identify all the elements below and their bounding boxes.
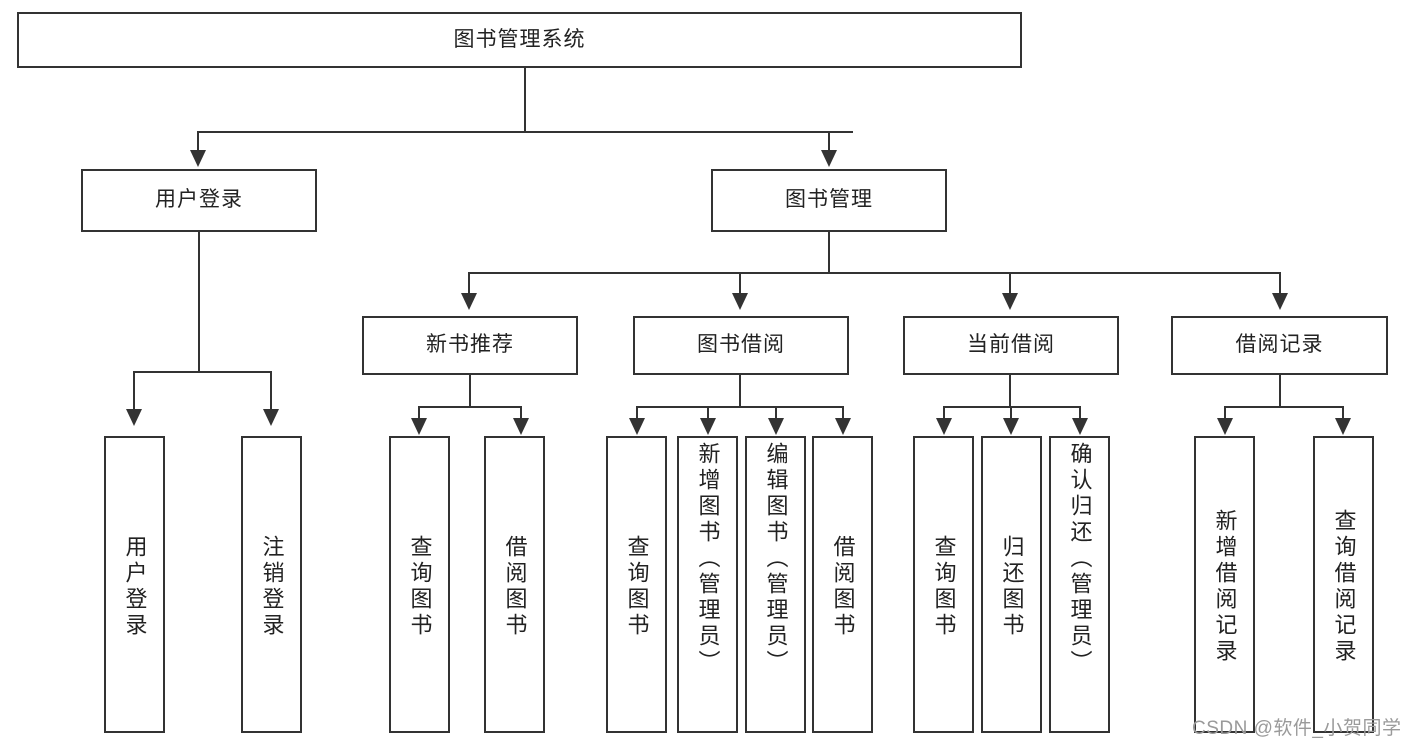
arrow-to-leaf-nbr-query [411,418,427,435]
leaf-nbr-borrow-book[interactable]: 借阅图书 [484,436,545,733]
node-label: 图书管理系统 [453,27,586,51]
connector-cb-drop-1 [943,406,945,420]
node-label: 借阅记录 [1235,333,1324,357]
connector-cb-stem [1009,375,1011,407]
arrow-to-leaf-logout [263,409,279,426]
node-current-borrow[interactable]: 当前借阅 [903,316,1119,375]
connector-bm-drop-4 [1279,272,1281,295]
node-book-manage[interactable]: 图书管理 [711,169,947,232]
leaf-label: 归还图书 [999,534,1025,639]
connector-book-manage-bus [468,272,1280,274]
leaf-br-add-record[interactable]: 新增借阅记录 [1194,436,1255,733]
connector-nbr-stem [469,375,471,407]
leaf-bb-borrow-book[interactable]: 借阅图书 [812,436,873,733]
leaf-label: 借阅图书 [502,534,528,639]
node-new-book-recommend[interactable]: 新书推荐 [362,316,578,375]
connector-bb-drop-4 [842,406,844,420]
leaf-label: 确认归还（管理员） [1067,442,1093,676]
connector-cb-drop-2 [1010,406,1012,420]
leaf-label: 编辑图书（管理员） [763,442,789,676]
leaf-label: 用户登录 [122,534,148,639]
leaf-label: 查询借阅记录 [1331,508,1357,665]
leaf-logout[interactable]: 注销登录 [241,436,302,733]
leaf-label: 新增借阅记录 [1212,508,1238,665]
leaf-label: 查询图书 [624,534,650,639]
leaf-bb-edit-book-admin[interactable]: 编辑图书（管理员） [745,436,806,733]
connector-bm-drop-1 [468,272,470,295]
connector-br-drop-1 [1224,406,1226,420]
arrow-to-book-borrow [732,293,748,310]
connector-bb-stem [739,375,741,407]
connector-user-login-bus [133,371,271,373]
leaf-cb-confirm-return-admin[interactable]: 确认归还（管理员） [1049,436,1110,733]
arrow-to-borrow-record [1272,293,1288,310]
connector-root-bus [197,131,853,133]
node-user-login[interactable]: 用户登录 [81,169,317,232]
leaf-cb-query-book[interactable]: 查询图书 [913,436,974,733]
arrow-to-leaf-cb-confirm [1072,418,1088,435]
connector-br-drop-2 [1342,406,1344,420]
leaf-label: 新增图书（管理员） [695,442,721,676]
arrow-to-leaf-nbr-borrow [513,418,529,435]
connector-user-login-drop-2 [270,371,272,411]
connector-bb-bus [636,406,843,408]
arrow-to-current-borrow [1002,293,1018,310]
connector-root-stem [524,68,526,132]
connector-br-stem [1279,375,1281,407]
leaf-label: 借阅图书 [830,534,856,639]
arrow-to-user-login [190,150,206,167]
arrow-to-leaf-bb-borrow [835,418,851,435]
leaf-label: 注销登录 [259,534,285,639]
node-label: 用户登录 [155,188,243,212]
node-label: 图书借阅 [697,333,785,357]
connector-nbr-drop-2 [520,406,522,420]
arrow-to-leaf-br-query [1335,418,1351,435]
leaf-bb-query-book[interactable]: 查询图书 [606,436,667,733]
leaf-cb-return-book[interactable]: 归还图书 [981,436,1042,733]
arrow-to-new-book-recommend [461,293,477,310]
connector-root-drop-left [197,131,199,153]
connector-bb-drop-3 [775,406,777,420]
arrow-to-leaf-bb-add [700,418,716,435]
node-label: 新书推荐 [426,333,514,357]
leaf-bb-add-book-admin[interactable]: 新增图书（管理员） [677,436,738,733]
connector-nbr-bus [418,406,521,408]
node-root-system[interactable]: 图书管理系统 [17,12,1022,68]
leaf-br-query-record[interactable]: 查询借阅记录 [1313,436,1374,733]
leaf-label: 查询图书 [407,534,433,639]
connector-nbr-drop-1 [418,406,420,420]
arrow-to-book-manage [821,150,837,167]
connector-cb-drop-3 [1079,406,1081,420]
connector-bb-drop-2 [707,406,709,420]
node-label: 当前借阅 [967,333,1055,357]
connector-br-bus [1224,406,1343,408]
leaf-nbr-query-book[interactable]: 查询图书 [389,436,450,733]
connector-bm-drop-2 [739,272,741,295]
leaf-user-login[interactable]: 用户登录 [104,436,165,733]
node-label: 图书管理 [785,188,873,212]
watermark-text: CSDN @软件_小贺同学 [1192,718,1402,739]
arrow-to-leaf-bb-edit [768,418,784,435]
node-book-borrow[interactable]: 图书借阅 [633,316,849,375]
arrow-to-leaf-bb-query [629,418,645,435]
leaf-label: 查询图书 [931,534,957,639]
connector-user-login-drop-1 [133,371,135,411]
node-borrow-record[interactable]: 借阅记录 [1171,316,1388,375]
connector-user-login-stem [198,232,200,372]
arrow-to-leaf-cb-return [1003,418,1019,435]
arrow-to-leaf-user-login [126,409,142,426]
arrow-to-leaf-br-add [1217,418,1233,435]
connector-root-drop-right [828,131,830,153]
arrow-to-leaf-cb-query [936,418,952,435]
connector-bm-drop-3 [1009,272,1011,295]
connector-bb-drop-1 [636,406,638,420]
connector-book-manage-stem [828,232,830,273]
